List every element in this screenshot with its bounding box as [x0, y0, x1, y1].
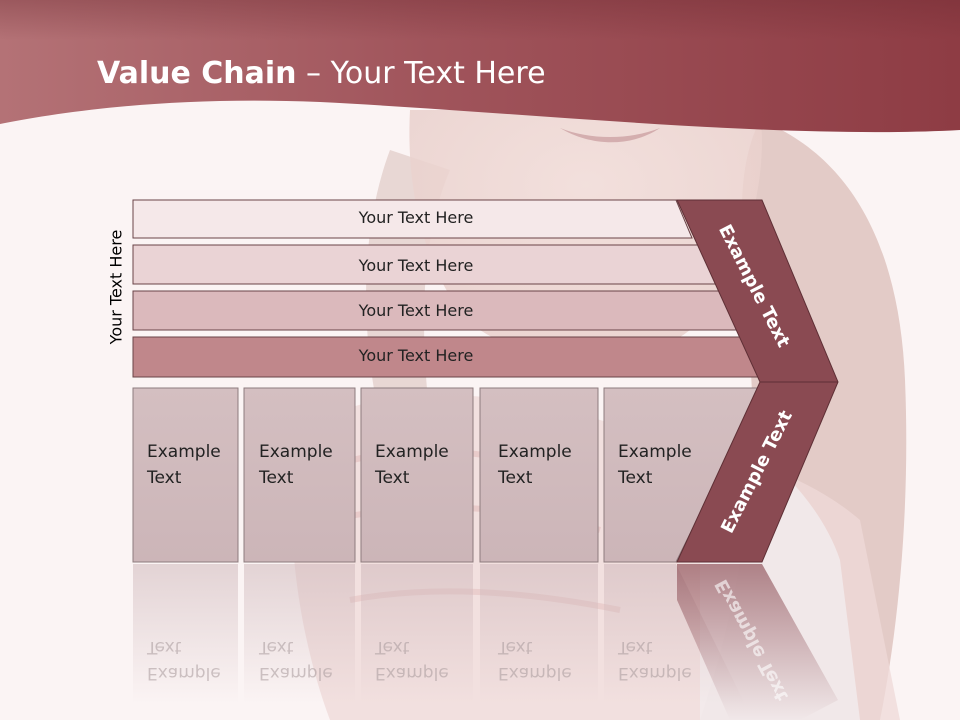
slide-title: Value Chain – Your Text Here: [97, 52, 546, 96]
primary-cell-3: [360, 387, 474, 563]
primary-cell-5-reflection-label: Example Text: [618, 637, 692, 683]
primary-cell-1-label: Example Text: [147, 442, 221, 488]
support-row-2-label: Your Text Here: [358, 256, 474, 275]
primary-cell-3-reflection-label: Example Text: [375, 637, 449, 683]
support-row-3-label: Your Text Here: [358, 301, 474, 320]
cell-reflection-2: [244, 564, 355, 704]
side-label: Your Text Here: [106, 229, 126, 345]
cell-reflection-1: [133, 564, 238, 704]
cell-reflection-3: [361, 564, 473, 704]
chevron-reflection: [677, 564, 838, 720]
primary-cell-5-label: Example Text: [618, 442, 692, 488]
primary-cell-3-label: Example Text: [375, 442, 449, 488]
primary-cell-2: [243, 387, 356, 563]
primary-cell-5: [603, 387, 763, 563]
primary-cell-4-reflection-label: Example Text: [498, 637, 572, 683]
slide-title-rest: – Your Text Here: [296, 56, 546, 91]
support-row-1: [132, 199, 693, 239]
support-row-4-label: Your Text Here: [358, 346, 474, 365]
primary-cell-1-reflection-label: Example Text: [147, 637, 221, 683]
slide-title-bold: Value Chain: [97, 56, 297, 91]
primary-cell-2-reflection-label: Example Text: [259, 637, 333, 683]
support-row-1-label: Your Text Here: [358, 208, 474, 227]
primary-cell-1: [132, 387, 239, 563]
cell-reflection-4: [480, 564, 598, 704]
primary-cell-4-label: Example Text: [498, 442, 572, 488]
primary-cell-2-label: Example Text: [259, 442, 333, 488]
primary-cell-4: [479, 387, 599, 563]
